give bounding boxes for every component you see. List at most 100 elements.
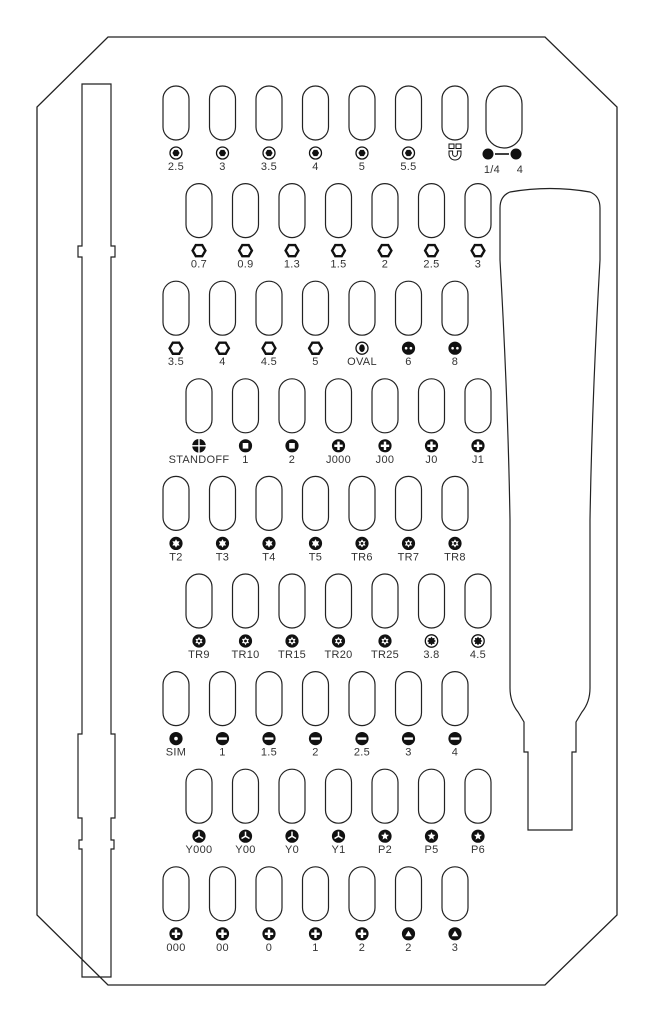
bit-slot-cutout [441,475,469,531]
bit-label: TR25 [371,649,399,661]
tri-point-icon [238,829,253,843]
bit-label: J0 [425,454,437,466]
bit-slot-cutout [208,280,237,336]
bit-slot: 3.5 [255,85,283,173]
phillips-icon [169,927,183,941]
bit-label: P5 [424,844,438,856]
bit-slot-cutout [441,280,469,336]
bit-label: TR20 [324,649,352,661]
bit-slot-cutout [394,85,423,141]
bit-slot: TR6 [348,475,376,563]
bit-label: 3.8 [423,649,439,661]
bit-slot: P5 [417,768,446,856]
phillips-icon [378,439,392,453]
pentalobe-icon [378,829,392,843]
bit-row: 2.5 3 3.5 4 5 5.5 [162,85,469,173]
bit-slot: 3 [208,85,237,173]
pentalobe-icon [424,829,439,843]
bit-slot-cutout [417,768,446,824]
bit-label: 4 [312,161,318,173]
bit-slot: T2 [162,475,190,563]
hex-ring-icon [284,243,300,258]
bit-slot: 4 [301,85,330,173]
bit-label: 1 [312,942,318,954]
bit-slot-cutout [255,280,283,336]
bit-slot-cutout [162,85,190,141]
hex-socket-icon [215,146,230,160]
standoff-icon [192,438,206,453]
bit-label: 000 [166,942,185,954]
bit-slot: 5.5 [394,85,423,173]
bit-slot-cutout [348,280,376,336]
bit-label: 5 [312,356,318,368]
bit-slot: 6 [394,280,423,368]
bit-label: 3 [475,259,481,271]
bit-slot-cutout [162,670,190,727]
bit-label: P6 [471,844,485,856]
bit-slot-cutout [371,378,399,434]
bit-slot-cutout [231,573,260,629]
hex-socket-icon [262,146,276,160]
bit-slot: TR8 [441,475,469,563]
bit-slot: 2.5 [162,85,190,173]
bit-label: 5 [359,161,365,173]
hex-ring-icon [191,243,207,258]
bit-slot-cutout [417,183,446,239]
torx-icon [215,536,230,551]
bit-slot-cutout [371,768,399,824]
bit-slot-cutout [464,768,492,824]
torx-security-icon [401,536,416,551]
gamebit-icon [471,634,485,648]
hex-ring-icon [237,243,254,258]
pentalobe-icon [471,829,485,843]
extension-label-left: 1/4 [484,164,500,176]
bit-slot: J00 [371,378,399,466]
bit-slot: Y1 [324,768,353,856]
bit-slot: 2.5 [348,670,376,759]
bit-slot-cutout [348,475,376,531]
torx-security-icon [238,634,253,648]
bit-label: 1.5 [261,747,277,759]
extension-connector-slot [485,85,523,149]
hex-socket-icon [355,146,369,160]
bit-label: STANDOFF [169,454,230,466]
hex-ring-icon [168,341,184,355]
bit-slot: 2 [348,866,376,954]
bit-slot-cutout [278,378,306,434]
bit-slot: Y000 [185,768,213,856]
bit-slot-cutout [301,475,330,531]
hex-socket-icon [169,146,183,160]
bit-slot: TR10 [231,573,260,661]
sim-pin-icon [169,732,183,746]
bit-slot: SIM [162,670,190,759]
phillips-icon [262,927,276,941]
bit-label: 2 [359,942,365,954]
bit-label: TR8 [444,551,466,563]
bit-slot-cutout [324,378,353,434]
bit-label: Y0 [285,844,299,856]
tray-outline [36,36,618,986]
bit-slot-cutout [394,475,423,531]
bit-slot-cutout [441,866,469,922]
bit-slot-cutout [348,866,376,922]
bit-label: 2 [289,454,295,466]
torx-security-icon [285,634,299,648]
bit-label: 2.5 [168,161,184,173]
bit-slot-cutout [278,768,306,824]
bit-slot: 3 [441,866,469,954]
bit-slot: 0 [255,866,283,954]
bit-slot: 1.5 [324,183,353,271]
bit-label: 1.3 [284,259,300,271]
bit-slot: 1.5 [255,670,283,759]
bit-label: 4 [219,356,225,368]
torx-security-icon [378,634,392,648]
bit-slot-cutout [464,378,492,434]
bit-slot: 2 [301,670,330,759]
bit-slot-cutout [231,378,260,434]
